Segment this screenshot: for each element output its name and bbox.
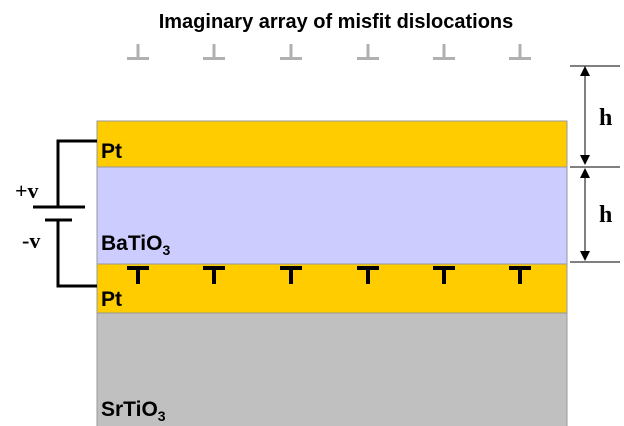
ferroelectric-label-subscript: 3 bbox=[162, 242, 170, 258]
imaginary-dislocation-bar bbox=[280, 57, 302, 60]
misfit-dislocation-bar bbox=[433, 266, 455, 270]
substrate-layer bbox=[96, 312, 568, 426]
ferroelectric-layer bbox=[96, 166, 568, 265]
arrowhead-down-1 bbox=[580, 155, 590, 165]
misfit-dislocation-3 bbox=[280, 266, 302, 284]
misfit-dislocation-5 bbox=[433, 266, 455, 284]
misfit-dislocation-6 bbox=[509, 266, 531, 284]
voltage-source-circuit bbox=[33, 139, 97, 288]
misfit-dislocation-stem bbox=[212, 270, 216, 284]
misfit-dislocation-stem bbox=[518, 270, 522, 284]
diagram-title: Imaginary array of misfit dislocations bbox=[159, 11, 514, 33]
misfit-dislocation-stem bbox=[366, 270, 370, 284]
circuit-wire-bottom bbox=[56, 220, 97, 288]
bottom-electrode-layer bbox=[96, 263, 568, 314]
misfit-dislocation-1 bbox=[127, 266, 149, 284]
imaginary-dislocation-stem bbox=[289, 44, 293, 57]
dimension-arrowheads bbox=[580, 66, 590, 261]
circuit-wire-top bbox=[56, 139, 97, 207]
imaginary-dislocation-3 bbox=[280, 44, 302, 60]
misfit-dislocation-array bbox=[127, 266, 531, 284]
misfit-dislocation-stem bbox=[136, 270, 140, 284]
imaginary-dislocation-stem bbox=[212, 44, 216, 57]
imaginary-dislocation-6 bbox=[509, 44, 531, 60]
substrate-label-main: SrTiO bbox=[101, 398, 158, 421]
top-thickness-label: h bbox=[599, 105, 612, 131]
arrowhead-down-2 bbox=[580, 251, 590, 261]
top-electrode-label: Pt bbox=[101, 140, 122, 163]
imaginary-dislocation-stem bbox=[136, 44, 140, 57]
negative-voltage-label: -v bbox=[22, 228, 40, 253]
imaginary-dislocation-stem bbox=[442, 44, 446, 57]
bottom-thickness-label: h bbox=[599, 202, 612, 228]
substrate-label-subscript: 3 bbox=[158, 408, 166, 424]
imaginary-dislocation-bar bbox=[357, 57, 379, 60]
misfit-dislocation-stem bbox=[442, 270, 446, 284]
misfit-dislocation-2 bbox=[203, 266, 225, 284]
imaginary-dislocation-bar bbox=[203, 57, 225, 60]
bottom-electrode-label: Pt bbox=[101, 288, 122, 311]
misfit-dislocation-bar bbox=[203, 266, 225, 270]
imaginary-dislocation-5 bbox=[433, 44, 455, 60]
imaginary-dislocation-2 bbox=[203, 44, 225, 60]
arrowhead-up-2 bbox=[580, 168, 590, 178]
misfit-dislocation-stem bbox=[289, 270, 293, 284]
arrowhead-up-1 bbox=[580, 66, 590, 76]
ferroelectric-label-main: BaTiO bbox=[101, 232, 162, 255]
substrate-label: SrTiO3 bbox=[101, 398, 166, 424]
imaginary-dislocation-array bbox=[127, 44, 531, 60]
misfit-dislocation-bar bbox=[280, 266, 302, 270]
imaginary-dislocation-bar bbox=[509, 57, 531, 60]
imaginary-dislocation-4 bbox=[357, 44, 379, 60]
imaginary-dislocation-bar bbox=[433, 57, 455, 60]
top-electrode-layer bbox=[96, 120, 568, 168]
imaginary-dislocation-stem bbox=[366, 44, 370, 57]
imaginary-dislocation-1 bbox=[127, 44, 149, 60]
positive-voltage-label: +v bbox=[15, 178, 39, 203]
misfit-dislocation-bar bbox=[509, 266, 531, 270]
misfit-dislocation-bar bbox=[357, 266, 379, 270]
misfit-dislocation-4 bbox=[357, 266, 379, 284]
ferroelectric-label: BaTiO3 bbox=[101, 232, 170, 258]
misfit-dislocation-bar bbox=[127, 266, 149, 270]
imaginary-dislocation-bar bbox=[127, 57, 149, 60]
dimension-markers bbox=[570, 65, 620, 263]
imaginary-dislocation-stem bbox=[518, 44, 522, 57]
